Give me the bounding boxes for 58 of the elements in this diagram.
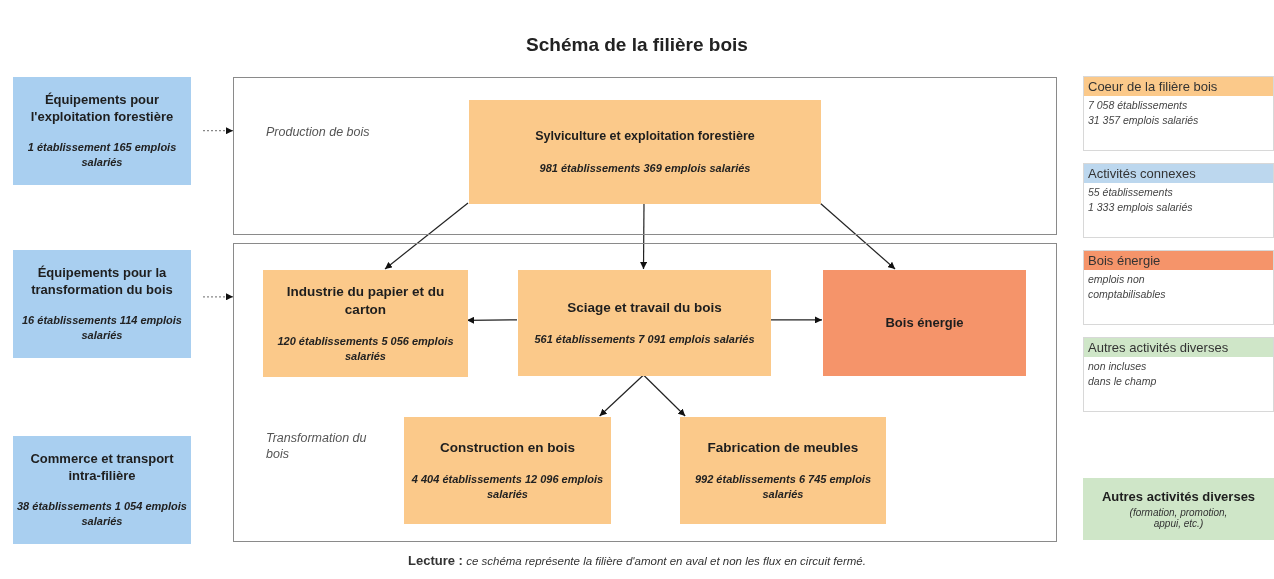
- key-text: 7 058 établissements: [1087, 98, 1189, 111]
- key-text: dans le champ: [1087, 374, 1158, 387]
- arrow: [202, 127, 234, 135]
- category-box: [1083, 478, 1274, 540]
- process-box: [469, 100, 821, 204]
- key-text: comptabilisables: [1087, 287, 1167, 300]
- box-note: (formation, promotion, appui, etc.): [1128, 507, 1229, 530]
- process-box: [263, 270, 468, 377]
- box-stats: 38 établissements 1 054 emplois salariés: [17, 499, 187, 529]
- box-stats: 1 établissement 165 emplois salariés: [26, 140, 178, 170]
- box-stats: 981 établissements 369 emplois salariés: [539, 160, 751, 176]
- arrow: [640, 202, 648, 270]
- arrow: [202, 293, 234, 301]
- box-stats: 16 établissements 114 emplois salariés: [21, 313, 183, 343]
- section-label: Transformation du bois: [266, 430, 368, 463]
- category-box: [13, 436, 191, 544]
- category-box: [13, 250, 191, 358]
- key-text: 55 établissements: [1087, 185, 1174, 198]
- section-frame: [233, 243, 1057, 542]
- arrow: [819, 202, 896, 270]
- diagram-title: Schéma de la filière bois: [525, 34, 749, 56]
- caption: Lecture : ce schéma représente la filière d'amont en aval et non les flux en circuit fermé.: [407, 553, 867, 568]
- box-title: Fabrication de meubles: [707, 438, 859, 457]
- box-stats: 992 établissements 6 745 emplois salariés: [693, 472, 873, 503]
- category-box: [13, 77, 191, 185]
- key-heading: Coeur de la filière bois: [1084, 77, 1273, 96]
- key-text: non incluses: [1087, 359, 1148, 372]
- box-title: Bois énergie: [885, 314, 964, 332]
- key-box: [1083, 76, 1274, 151]
- key-box: [1083, 337, 1274, 412]
- section-frame: [233, 77, 1057, 235]
- box-title: Sylviculture et exploitation forestière: [535, 128, 755, 145]
- arrow: [384, 202, 469, 270]
- key-text: 1 333 emplois salariés: [1087, 200, 1194, 213]
- key-box: [1083, 250, 1274, 325]
- box-title: Équipements pour la transformation du bois: [30, 265, 174, 300]
- key-heading: Bois énergie: [1084, 251, 1273, 270]
- box-title: Construction en bois: [440, 438, 575, 457]
- box-stats: 561 établissements 7 091 emplois salariés: [534, 332, 755, 348]
- process-box: [823, 270, 1026, 376]
- key-text: emplois non: [1087, 272, 1146, 285]
- box-title: Commerce et transport intra-filière: [29, 451, 175, 486]
- box-title: Autres activités diverses: [1101, 488, 1256, 506]
- box-title: Sciage et travail du bois: [567, 298, 722, 317]
- process-box: [518, 270, 771, 376]
- key-box: [1083, 163, 1274, 238]
- section-label: Production de bois: [266, 124, 371, 141]
- box-title: Industrie du papier et du carton: [285, 283, 446, 319]
- arrow: [599, 374, 645, 417]
- arrow: [642, 374, 686, 417]
- process-box: [680, 417, 886, 524]
- box-title: Équipements pour l'exploitation forestière: [29, 92, 175, 127]
- box-stats: 4 404 établissements 12 096 emplois salariés: [410, 472, 605, 503]
- process-box: [404, 417, 611, 524]
- key-heading: Autres activités diverses: [1084, 338, 1273, 357]
- key-text: 31 357 emplois salariés: [1087, 113, 1200, 126]
- box-stats: 120 établissements 5 056 emplois salariés: [276, 334, 455, 364]
- key-heading: Activités connexes: [1084, 164, 1273, 183]
